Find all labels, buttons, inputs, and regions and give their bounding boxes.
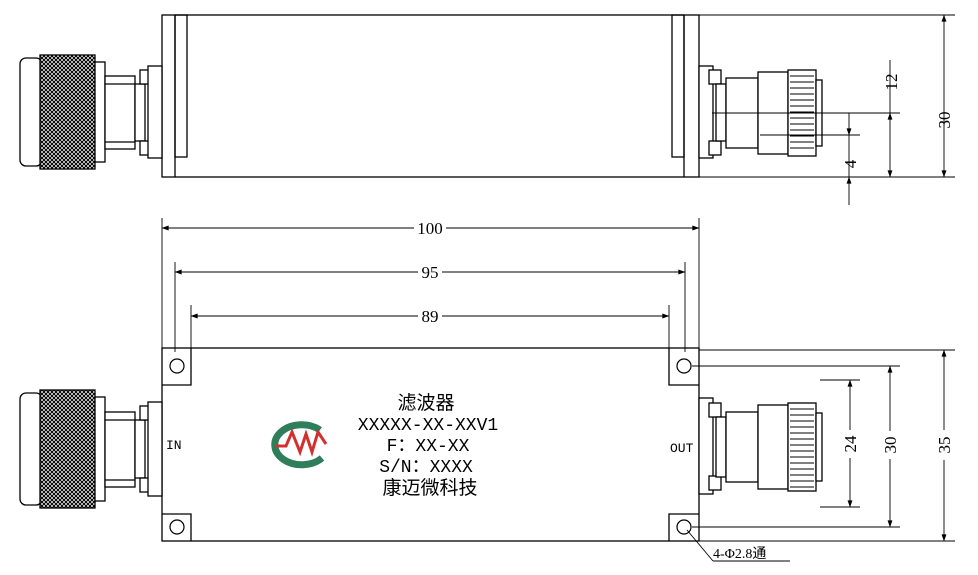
top-view-out-connector: [698, 397, 823, 495]
label-product-name: 滤波器: [397, 392, 454, 414]
mounting-hole: [676, 358, 692, 374]
top-view-in-connector: [19, 389, 163, 509]
hole-callout-leader: [686, 529, 790, 562]
dim-connector-gap: 4: [841, 159, 860, 168]
dim-inner-span-x: 89: [422, 307, 439, 326]
dim-connector-span: 24: [841, 435, 860, 453]
dim-hole-spacing-x: 95: [422, 263, 439, 282]
label-model-number: XXXXX-XX-XXV1: [358, 416, 498, 436]
side-view-in-connector: [19, 54, 163, 170]
mounting-hole: [169, 358, 185, 374]
label-serial-number: S/N：XXXX: [379, 458, 473, 478]
label-frequency: F：XX-XX: [387, 437, 470, 457]
side-view-housing: [161, 14, 700, 178]
mounting-holes: [169, 358, 692, 535]
dim-length-overall: 100: [417, 219, 443, 238]
dim-hole-spacing-y: 30: [881, 437, 900, 454]
mounting-hole: [169, 519, 185, 535]
port-out-label: OUT: [670, 441, 694, 456]
hole-callout: 4-Φ2.8通: [713, 546, 766, 562]
label-company-name: 康迈微科技: [382, 477, 477, 499]
dim-side-height: 30: [935, 112, 954, 129]
port-in-label: IN: [166, 438, 182, 453]
side-view-out-connector: [698, 65, 823, 159]
mounting-hole: [676, 519, 692, 535]
dim-connector-offset: 12: [882, 74, 901, 91]
side-view-dimensions: [699, 14, 955, 205]
side-view: [19, 14, 823, 178]
company-logo: [271, 421, 328, 469]
dim-width-overall: 35: [935, 437, 954, 454]
length-dimensions: [161, 218, 700, 355]
